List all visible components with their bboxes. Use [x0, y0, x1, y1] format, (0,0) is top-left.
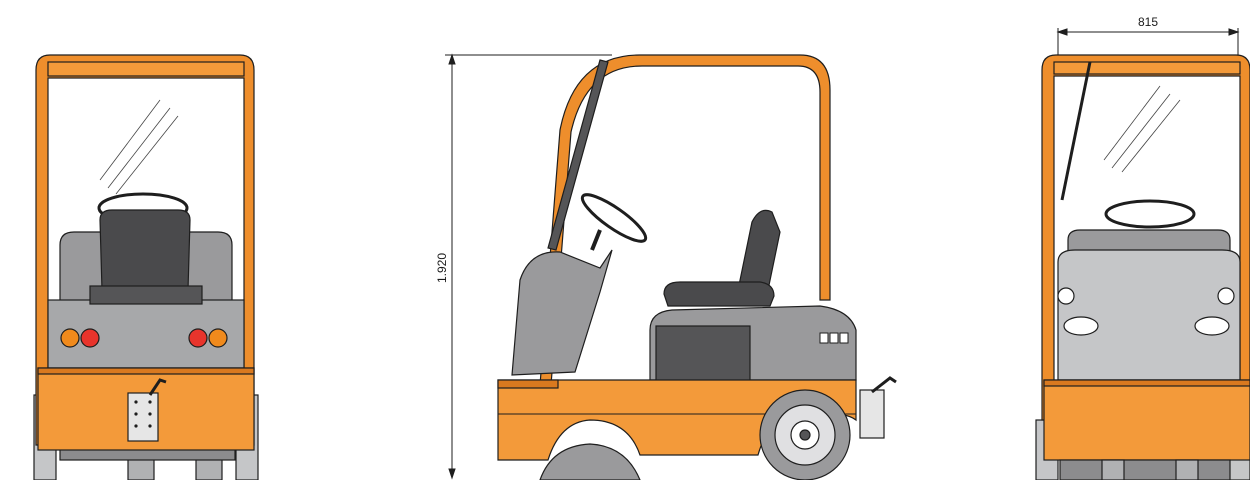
- side-wiper: [547, 59, 609, 251]
- tail-light-amber-right: [208, 328, 228, 348]
- side-seat-back: [737, 209, 781, 291]
- side-steering-wheel: [580, 193, 648, 243]
- side-step: [497, 379, 559, 389]
- front-headlight-left: [1063, 316, 1099, 336]
- side-seat-cushion: [663, 281, 775, 307]
- rear-glass-reflection: [99, 99, 179, 195]
- rear-hitch-holes: [134, 400, 152, 428]
- front-cowl: [1057, 249, 1241, 381]
- tail-light-red-left: [80, 328, 100, 348]
- front-view: 815: [1035, 15, 1250, 480]
- side-console: [511, 249, 613, 376]
- front-headlight-right: [1194, 316, 1230, 336]
- side-front-wheel: [539, 443, 641, 480]
- rear-bumper-shade: [37, 367, 255, 375]
- side-tow-hitch: [859, 376, 897, 439]
- width-dimension-label: 815: [1138, 15, 1158, 29]
- rear-seat-base: [89, 285, 203, 305]
- front-steering-wheel: [1104, 199, 1196, 229]
- front-indicator-right: [1217, 287, 1235, 305]
- rear-roof-bar: [47, 61, 245, 77]
- front-headlights: [1057, 287, 1235, 336]
- front-left-wheel: [1101, 459, 1125, 480]
- tail-light-amber-left: [60, 328, 80, 348]
- front-right-wheel: [1175, 459, 1199, 480]
- height-dimension: [445, 53, 612, 480]
- front-orange-bumper: [1043, 379, 1250, 461]
- side-view: 1.920: [435, 53, 897, 480]
- front-undercarriage: [1059, 459, 1231, 480]
- rear-tail-lights: [60, 328, 228, 348]
- rear-seat: [99, 209, 191, 291]
- side-control-buttons: [819, 332, 849, 344]
- side-steering-column: [590, 229, 602, 251]
- front-bumper-shade: [1043, 379, 1250, 387]
- rear-view: [33, 54, 259, 480]
- side-battery-panel: [655, 325, 751, 382]
- front-glass-reflection: [1103, 85, 1181, 173]
- tail-light-red-right: [188, 328, 208, 348]
- front-roof-bar: [1053, 61, 1241, 75]
- side-rear-wheel: [759, 389, 851, 480]
- front-indicator-left: [1057, 287, 1075, 305]
- rear-hitch-lever: [148, 378, 167, 396]
- height-dimension-label: 1.920: [435, 253, 449, 283]
- front-wiper: [1060, 61, 1092, 201]
- rear-tow-hitch: [127, 392, 159, 442]
